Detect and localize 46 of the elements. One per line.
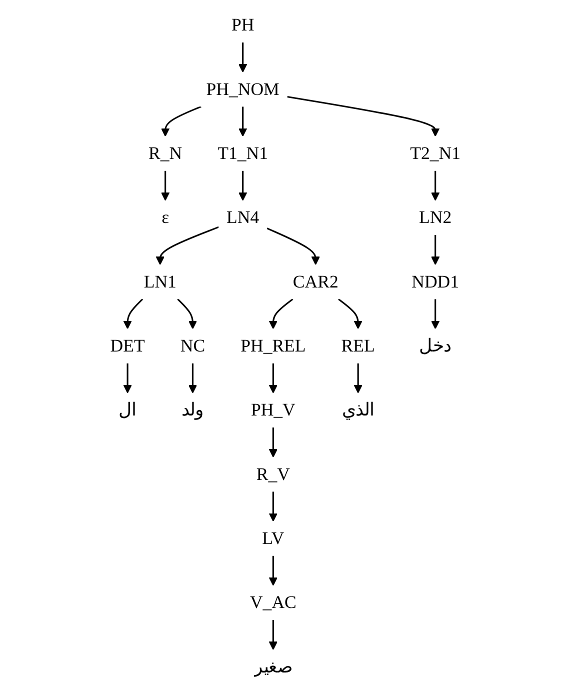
node-text: دخل bbox=[419, 336, 452, 356]
arrow bbox=[123, 298, 144, 330]
arrow bbox=[266, 228, 320, 265]
arrow bbox=[188, 363, 198, 394]
node-text: LN1 bbox=[144, 271, 177, 292]
node-text: V_AC bbox=[250, 592, 296, 612]
node-text: CAR2 bbox=[293, 271, 338, 292]
arrow bbox=[156, 226, 220, 265]
arrow bbox=[287, 96, 440, 137]
arrow bbox=[123, 363, 132, 394]
arrow bbox=[238, 106, 248, 137]
node-text: R_V bbox=[256, 464, 290, 484]
node-text: PH_NOM bbox=[206, 78, 280, 99]
arrow bbox=[431, 299, 440, 330]
node-text: T2_N1 bbox=[410, 143, 461, 163]
node-text: ال bbox=[118, 400, 137, 420]
node-text: R_N bbox=[148, 143, 182, 163]
arrow bbox=[431, 234, 440, 265]
node-text: PH_REL bbox=[240, 336, 306, 356]
arrow bbox=[268, 620, 278, 650]
node-text: NC bbox=[180, 336, 206, 356]
arrow bbox=[161, 106, 202, 137]
arrow bbox=[268, 298, 294, 330]
arrow bbox=[161, 170, 170, 201]
arrow bbox=[431, 170, 440, 201]
node-text: NDD1 bbox=[412, 271, 460, 292]
arrow bbox=[268, 556, 278, 586]
node-text: PH_V bbox=[251, 400, 296, 420]
arrow bbox=[268, 363, 278, 394]
node-text: LN2 bbox=[419, 207, 452, 228]
arrow bbox=[238, 170, 248, 201]
arrow bbox=[238, 42, 248, 72]
node-text: T1_N1 bbox=[218, 143, 268, 163]
node-text: الذي bbox=[342, 400, 374, 420]
node-text: REL bbox=[341, 336, 375, 356]
node-text: LV bbox=[262, 528, 284, 548]
node-text: LN4 bbox=[226, 207, 260, 228]
arrow bbox=[354, 363, 363, 394]
node-text: DET bbox=[110, 336, 145, 356]
node-text: PH bbox=[232, 14, 254, 35]
arrow bbox=[268, 492, 278, 522]
node-text: ولد bbox=[181, 400, 204, 420]
node-text: ε bbox=[162, 207, 170, 228]
arrow bbox=[177, 298, 198, 330]
arrow bbox=[268, 427, 278, 458]
arrow bbox=[338, 298, 363, 330]
